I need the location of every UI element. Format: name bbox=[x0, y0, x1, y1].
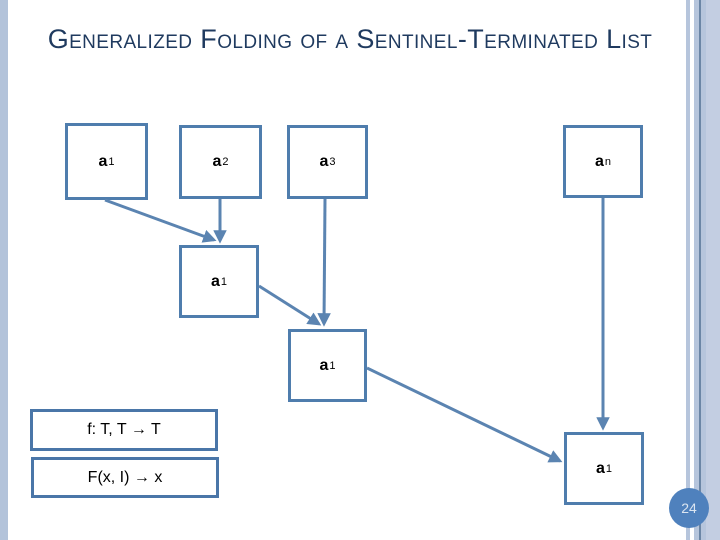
right-accent-line bbox=[699, 0, 701, 540]
right-accent-stripe bbox=[694, 0, 699, 540]
node-label: a bbox=[594, 152, 604, 170]
function-application-label: F(x, I) → x bbox=[87, 468, 163, 486]
function-signature-box: f: T, T → T bbox=[30, 409, 218, 451]
function-signature-label: f: T, T → T bbox=[87, 421, 161, 438]
slide-title: Generalized Folding of a Sentinel-Termin… bbox=[47, 24, 653, 54]
left-accent-stripe bbox=[0, 0, 8, 540]
node-label: a bbox=[212, 153, 222, 170]
node-label: a bbox=[595, 459, 605, 477]
function-application-box: F(x, I) → x bbox=[31, 457, 219, 498]
arrow-fold2-to-result bbox=[366, 366, 563, 463]
node-label: a bbox=[98, 152, 108, 170]
node-label: a bbox=[319, 153, 329, 170]
right-accent-stripe bbox=[686, 0, 690, 540]
page-number: 24 bbox=[681, 500, 697, 516]
right-accent-stripe bbox=[706, 0, 720, 540]
node-label: a bbox=[210, 272, 220, 290]
right-accent-stripe bbox=[701, 0, 706, 540]
node-label: a bbox=[319, 356, 329, 374]
page-number-badge: 24 bbox=[669, 488, 709, 528]
arrow-a3-to-fold2 bbox=[317, 198, 331, 327]
arrow-fold1-to-fold2 bbox=[258, 284, 322, 326]
arrow-a1-to-fold1 bbox=[104, 198, 217, 243]
